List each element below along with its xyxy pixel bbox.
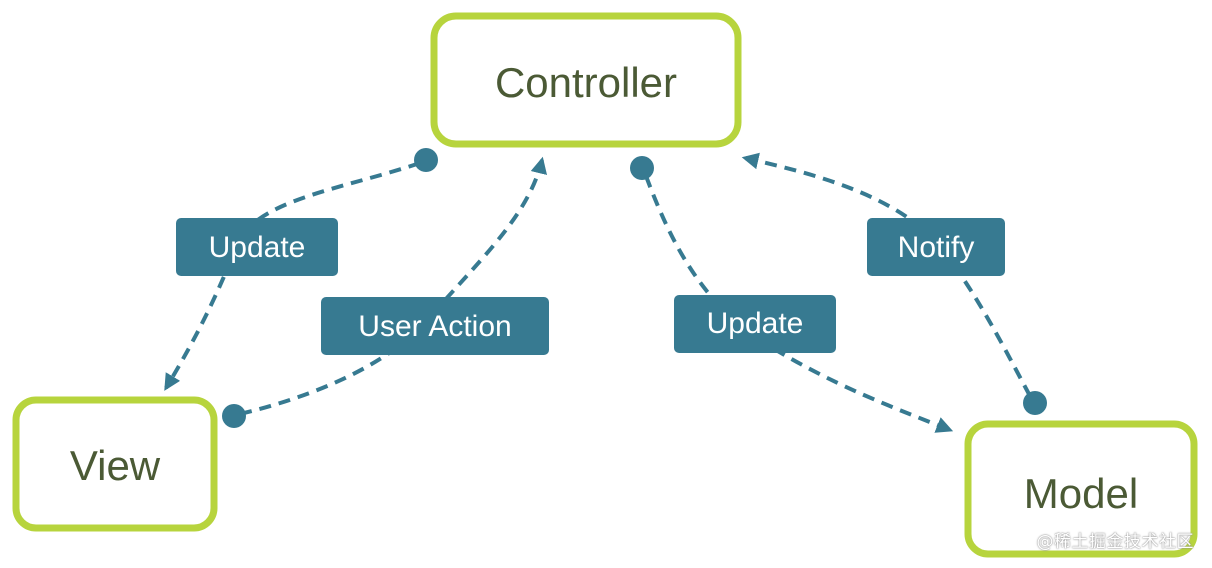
svg-text:Update: Update bbox=[209, 231, 306, 264]
edge-start-dot bbox=[414, 148, 438, 172]
edge-label-update-right: Update bbox=[674, 295, 836, 353]
model-node: Model bbox=[964, 420, 1198, 558]
watermark: @稀土掘金技术社区 bbox=[1036, 532, 1194, 552]
edge-label-user-action: User Action bbox=[321, 297, 549, 355]
edge-label-notify: Notify bbox=[867, 218, 1005, 276]
view-label: View bbox=[70, 442, 161, 489]
edge-start-dot bbox=[1023, 391, 1047, 415]
edge-label-update-left: Update bbox=[176, 218, 338, 276]
controller-node: Controller bbox=[430, 12, 742, 148]
edge-view-to-controller: User Action bbox=[222, 156, 549, 428]
edge-start-dot bbox=[630, 156, 654, 180]
edge-model-to-controller: Notify bbox=[741, 152, 1047, 415]
model-label: Model bbox=[1024, 470, 1138, 517]
svg-text:User Action: User Action bbox=[358, 310, 511, 343]
svg-text:Notify: Notify bbox=[898, 231, 975, 264]
edge-path bbox=[239, 156, 548, 416]
edge-controller-to-view: Update bbox=[164, 148, 438, 391]
view-node: View bbox=[12, 396, 218, 532]
controller-label: Controller bbox=[495, 59, 677, 106]
svg-text:Update: Update bbox=[707, 307, 804, 340]
edge-controller-to-model: Update bbox=[630, 156, 954, 433]
edge-start-dot bbox=[222, 404, 246, 428]
edge-path bbox=[741, 152, 1032, 397]
